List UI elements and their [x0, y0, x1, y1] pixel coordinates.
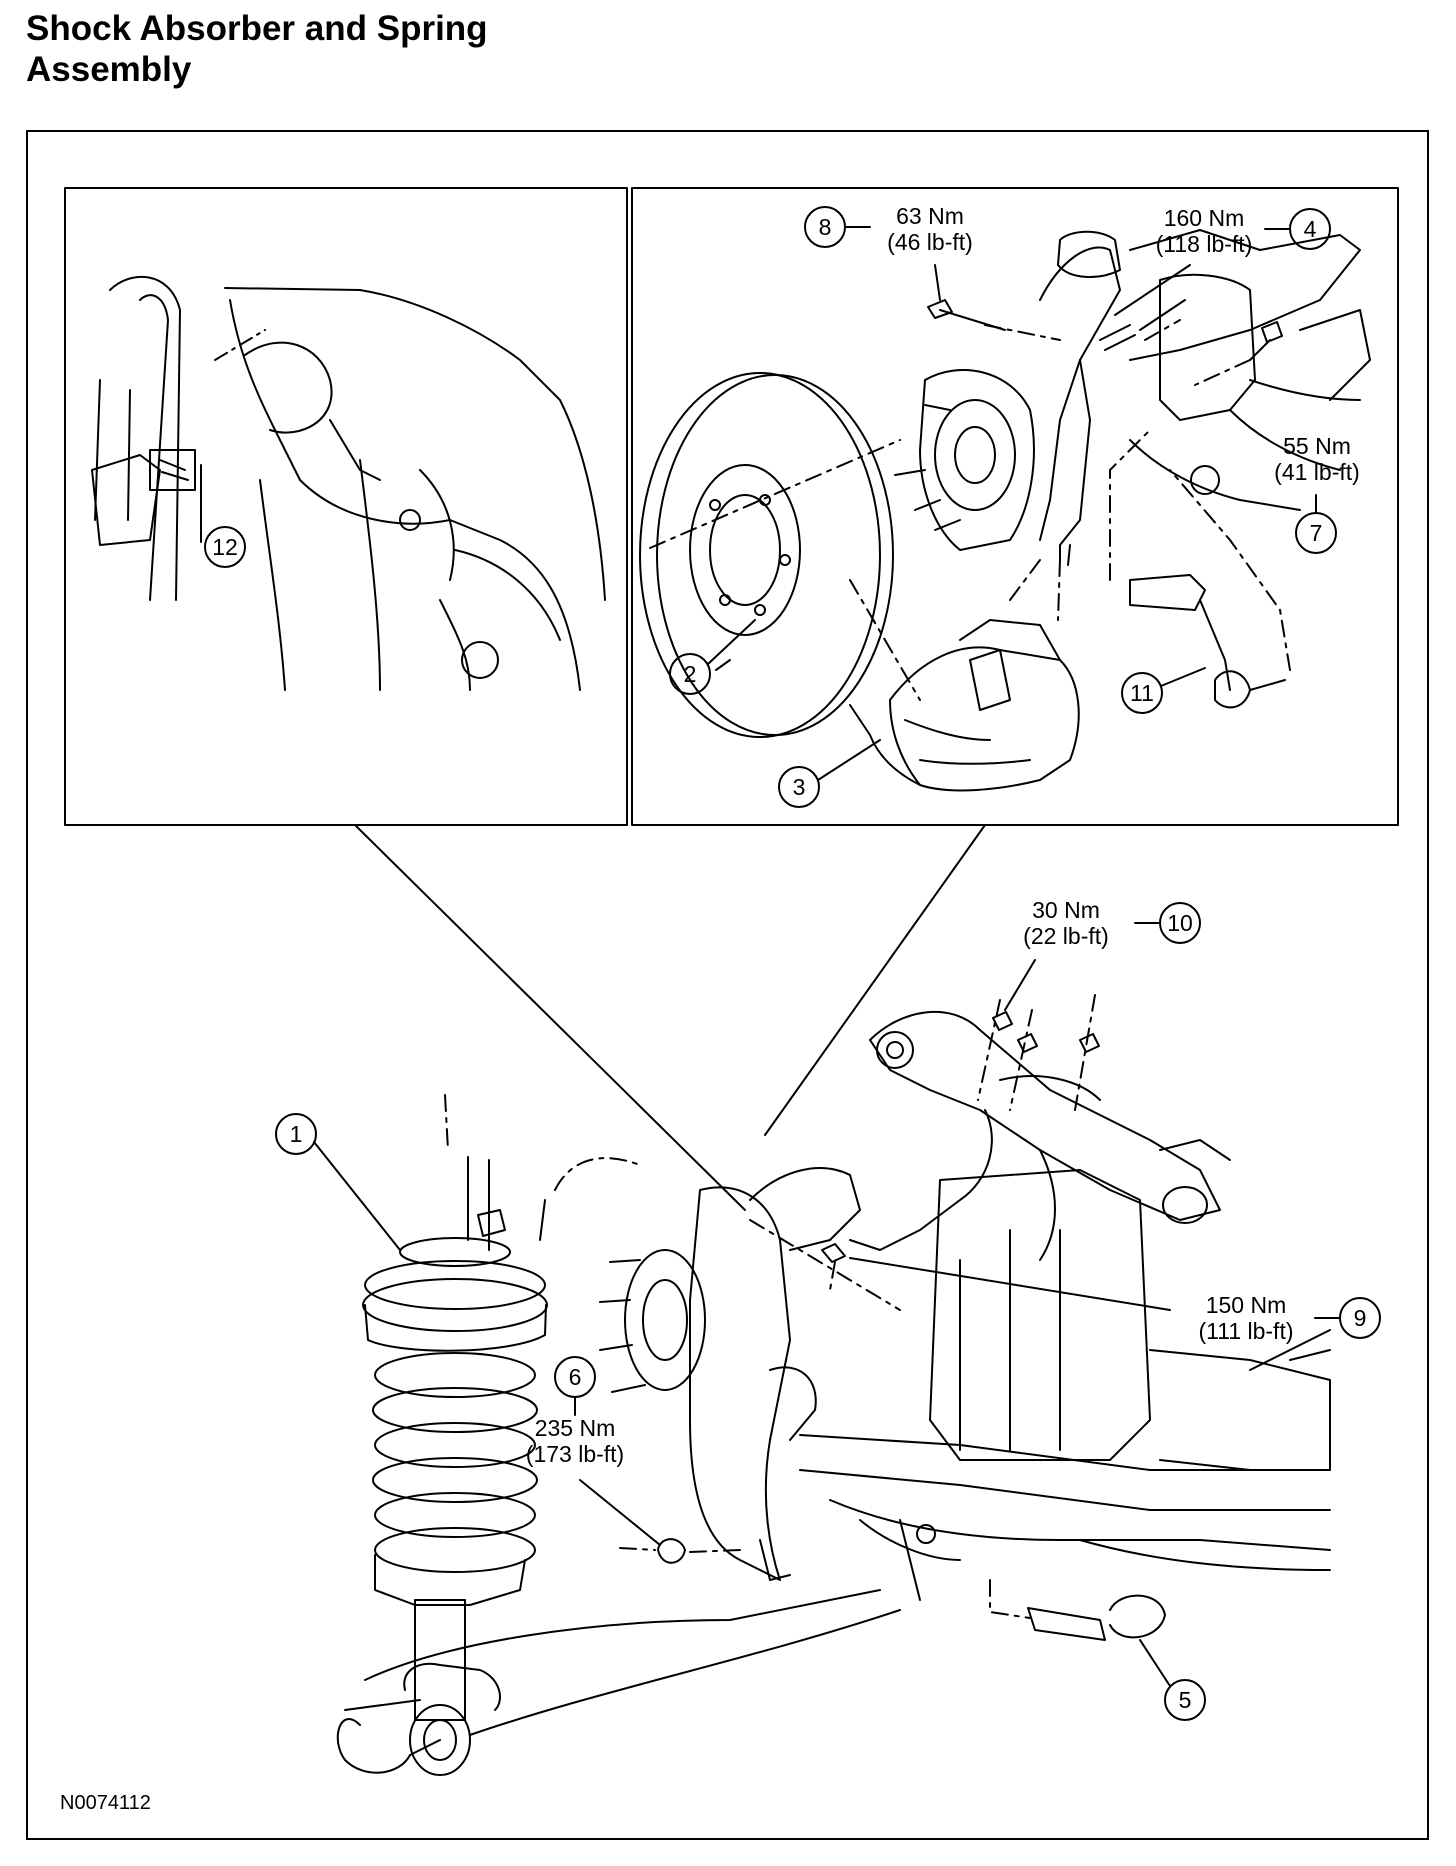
stabilizer-link-detail — [1109, 429, 1291, 709]
coil-spring-shock — [336, 1094, 901, 1776]
callout-5-leader — [1139, 1639, 1171, 1687]
callout-4-number: 4 — [1304, 216, 1317, 242]
inset-panel-left — [64, 187, 628, 826]
callout-9-number: 9 — [1354, 1305, 1367, 1331]
callout-3-number: 3 — [793, 774, 806, 800]
callout-11-number: 11 — [1130, 680, 1154, 706]
callout-3-leader — [817, 739, 881, 781]
torque-10-nm: 30 Nm — [1032, 897, 1100, 923]
callout-2-leader — [707, 619, 756, 665]
callout-9-torque-leader — [849, 1257, 1171, 1311]
torque-7-nm: 55 Nm — [1283, 433, 1351, 459]
callout-11-leader — [1160, 667, 1206, 687]
callout-4-torque-leader — [1114, 264, 1191, 316]
callout-2-number: 2 — [684, 661, 697, 687]
torque-6-lbft: (173 lb-ft) — [526, 1441, 624, 1467]
torque-6-nm: 235 Nm — [535, 1415, 616, 1441]
callout-12-circle — [204, 526, 246, 568]
diagram-frame — [26, 130, 1429, 1840]
callout-7-number: 7 — [1310, 520, 1323, 546]
fasteners-main — [619, 994, 1166, 1641]
callout-numbers: 1 2 3 4 5 6 7 8 9 10 11 12 — [212, 214, 1366, 1713]
title-line-2: Assembly — [26, 50, 192, 89]
figure-id: N0074112 — [60, 1792, 151, 1814]
callout-5-circle — [1164, 1679, 1206, 1721]
callout-10-number: 10 — [1167, 910, 1193, 936]
frame-subframe — [799, 1169, 1331, 1601]
callout-circles — [204, 206, 1381, 1721]
torque-7-lbft: (41 lb-ft) — [1274, 459, 1360, 485]
page-title: Shock Absorber and Spring Assembly — [26, 8, 488, 90]
torque-8-nm: 63 Nm — [896, 203, 964, 229]
torque-specs: 63 Nm (46 lb-ft) 160 Nm (118 lb-ft) 55 N… — [526, 203, 1360, 1467]
callout-1-leader — [313, 1141, 401, 1251]
brake-caliper — [849, 559, 1080, 792]
torque-8-lbft: (46 lb-ft) — [887, 229, 973, 255]
stabilizer-bar-detail — [91, 276, 606, 691]
torque-10-lbft: (22 lb-ft) — [1023, 923, 1109, 949]
steering-knuckle-main — [599, 1167, 901, 1581]
callout-3-circle — [778, 766, 820, 808]
callout-5-number: 5 — [1179, 1687, 1192, 1713]
inset-right-leader — [764, 824, 986, 1136]
callout-1-circle — [275, 1113, 317, 1155]
callout-6-number: 6 — [569, 1364, 582, 1390]
inset-left-leader — [354, 824, 746, 1211]
inset-panel-right — [631, 187, 1399, 826]
callout-1-number: 1 — [290, 1121, 303, 1147]
title-line-1: Shock Absorber and Spring — [26, 9, 488, 48]
torque-4-lbft: (118 lb-ft) — [1156, 231, 1253, 257]
callout-10-torque-leader — [1004, 959, 1036, 1011]
callout-12-number: 12 — [212, 534, 238, 560]
inset-bolts — [927, 299, 1283, 386]
callout-2-circle — [669, 653, 711, 695]
brake-rotor — [639, 372, 901, 738]
torque-9-nm: 150 Nm — [1206, 1292, 1287, 1318]
upper-control-arm-detail — [1129, 229, 1371, 511]
callout-8-torque-leader — [934, 264, 941, 301]
callout-11-circle — [1121, 672, 1163, 714]
torque-4-nm: 160 Nm — [1164, 205, 1245, 231]
torque-9-lbft: (111 lb-ft) — [1198, 1318, 1293, 1344]
upper-control-arm-main — [849, 1010, 1231, 1261]
callout-8-number: 8 — [819, 214, 832, 240]
steering-knuckle-detail — [894, 230, 1121, 621]
callout-6-torque-leader — [579, 1479, 661, 1546]
